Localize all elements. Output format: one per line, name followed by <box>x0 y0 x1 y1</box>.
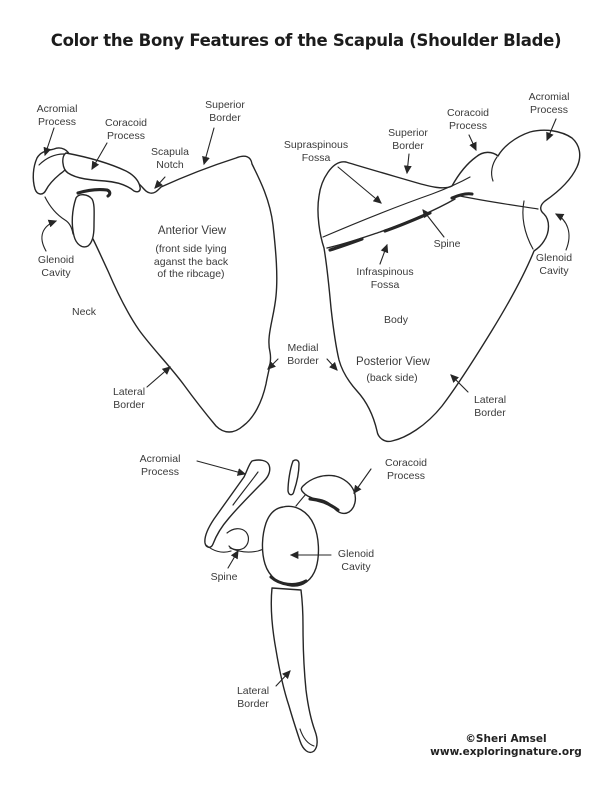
posterior-glenoid-neck-line <box>522 200 534 250</box>
label-posterior-acromial-process: Acromial Process <box>528 91 570 116</box>
credit-author: ©Sheri Amsel <box>465 733 547 745</box>
leader-medial-border-left <box>267 358 279 370</box>
lateral-spine-hook-line <box>226 528 250 551</box>
anterior-view-drawing <box>32 147 278 433</box>
label-anterior-acromial-process: Acromial Process <box>36 103 78 128</box>
leader-anterior-superior-border <box>202 127 215 166</box>
lateral-shaft-tip-line <box>299 728 315 747</box>
credit-website: www.exploringnature.org <box>430 746 582 758</box>
leader-posterior-spine <box>422 209 445 238</box>
label-posterior-lateral-border: Lateral Border <box>473 394 507 419</box>
leader-posterior-acromial-process <box>546 118 557 142</box>
leader-lateral-coracoid-process <box>353 468 372 494</box>
label-posterior-superior-border: Superior Border <box>388 127 428 152</box>
leader-supraspinous-fossa <box>337 166 382 204</box>
leader-anterior-glenoid-cavity <box>41 219 58 252</box>
lateral-acromion-to-spine-line <box>205 544 232 553</box>
leader-scapula-notch <box>154 176 166 189</box>
anterior-coracoid-base-ridge <box>76 188 112 198</box>
leader-arrows <box>41 118 570 687</box>
label-lateral-spine: Spine <box>210 571 238 583</box>
label-supraspinous-fossa: Supraspinous Fossa <box>283 139 349 164</box>
lateral-shaft-outline <box>270 587 318 754</box>
label-infraspinous-fossa: Infraspinous Fossa <box>356 266 414 291</box>
label-lateral-glenoid-cavity: Glenoid Cavity <box>337 548 375 573</box>
lateral-spine-sliver-shape <box>287 459 300 496</box>
leader-lateral-border-bottom <box>275 670 291 687</box>
label-lateral-border-bottom: Lateral Border <box>236 685 270 710</box>
lateral-glenoid-cavity-shape <box>261 505 320 587</box>
posterior-spine-neck-ridge <box>450 192 474 200</box>
anterior-glenoid-shape <box>71 194 95 248</box>
posterior-view-drawing <box>317 129 581 443</box>
label-body: Body <box>384 314 408 326</box>
lateral-coracoid-process-shape <box>300 474 357 515</box>
label-anterior-glenoid-cavity: Glenoid Cavity <box>37 254 75 279</box>
anterior-neck-line <box>44 196 74 235</box>
label-anterior-lateral-border: Lateral Border <box>112 386 146 411</box>
leader-lateral-acromial-process <box>196 460 247 476</box>
lateral-spine-to-glenoid-line <box>229 547 267 553</box>
label-posterior-glenoid-cavity: Glenoid Cavity <box>535 252 573 277</box>
posterior-spine-upper-line <box>322 176 471 238</box>
label-scapula-notch: Scapula Notch <box>151 146 189 171</box>
label-anterior-superior-border: Superior Border <box>205 99 245 124</box>
page-title: Color the Bony Features of the Scapula (… <box>50 31 562 50</box>
posterior-spine-root-ridge <box>328 237 364 252</box>
leader-infraspinous-fossa <box>379 243 389 265</box>
leader-anterior-lateral-border <box>146 366 171 388</box>
leader-posterior-glenoid-cavity <box>554 213 570 251</box>
label-posterior-view-heading: Posterior View <box>356 356 430 368</box>
lateral-view-drawing <box>204 459 357 754</box>
leader-posterior-lateral-border <box>450 374 469 393</box>
anterior-coracoid-process-shape <box>62 152 141 193</box>
posterior-body-outline <box>317 129 581 443</box>
label-posterior-coracoid-process: Coracoid Process <box>446 107 490 132</box>
lateral-acromion-inner-line <box>232 471 259 506</box>
label-medial-border: Medial Border <box>287 342 319 367</box>
label-lateral-coracoid-process: Coracoid Process <box>384 457 428 482</box>
label-lateral-acromial-process: Acromial Process <box>139 453 181 478</box>
label-posterior-spine: Spine <box>433 238 461 250</box>
leader-lateral-spine <box>227 549 239 569</box>
label-neck: Neck <box>72 306 96 318</box>
lateral-acromial-process-shape <box>204 459 271 548</box>
credit-block: ©Sheri Amsel www.exploringnature.org <box>430 733 582 759</box>
posterior-spine-lower-line <box>326 198 456 249</box>
label-anterior-view-heading: Anterior View <box>157 225 227 237</box>
leader-anterior-coracoid-process <box>91 142 108 171</box>
lateral-glenoid-bottom-ridge <box>269 575 308 587</box>
posterior-acromion-underside-line <box>459 195 539 210</box>
leader-posterior-superior-border <box>403 153 412 175</box>
posterior-coracoid-separator-line <box>491 156 498 182</box>
label-anterior-view-subheading: (front side lying aganst the back of the… <box>153 243 229 280</box>
leader-medial-border-right <box>326 358 338 371</box>
lateral-coracoid-under-ridge <box>308 497 340 512</box>
anterior-acromion-inner-line <box>38 153 65 166</box>
label-posterior-view-subheading: (back side) <box>366 372 418 384</box>
leader-anterior-acromial-process <box>43 127 55 157</box>
anterior-body-outline <box>92 155 278 433</box>
label-anterior-coracoid-process: Coracoid Process <box>104 117 148 142</box>
leader-posterior-coracoid-process <box>468 134 477 152</box>
